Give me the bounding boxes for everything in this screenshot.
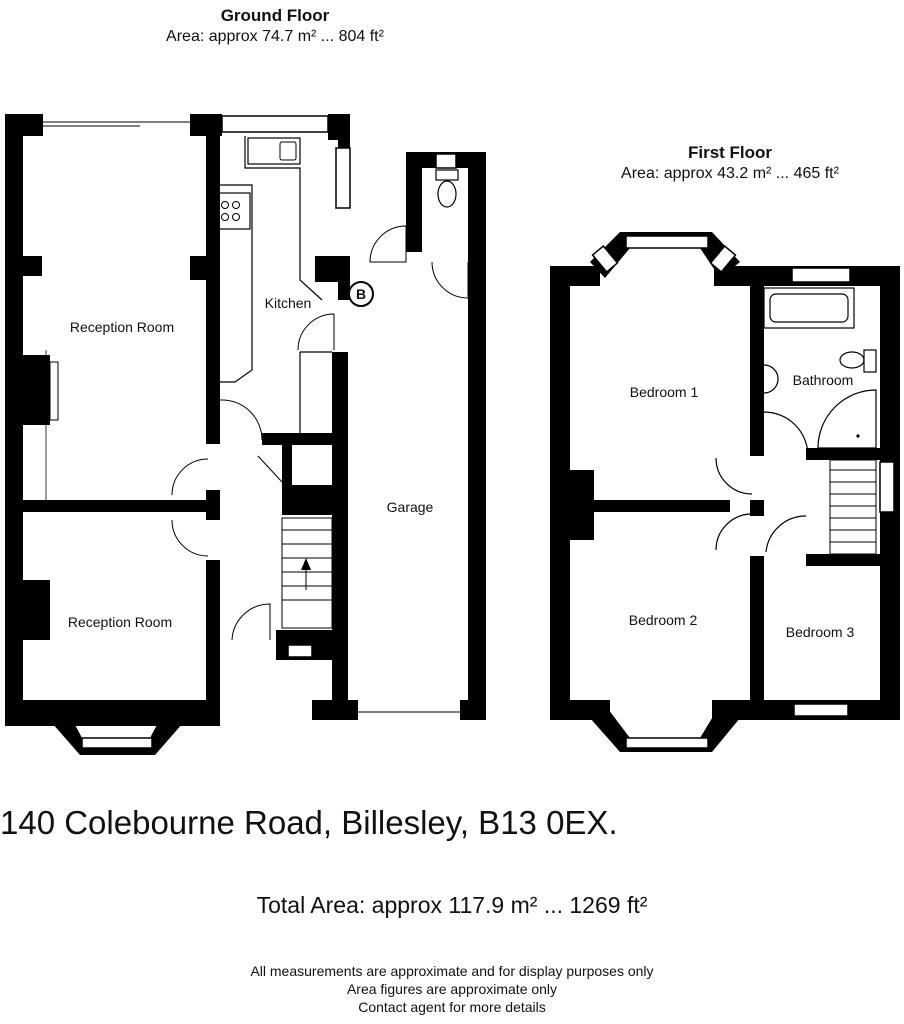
disclaimer: All measurements are approximate and for… (0, 962, 904, 1016)
bathroom-label: Bathroom (793, 372, 854, 388)
bedroom-2-label: Bedroom 2 (629, 612, 698, 628)
ground-floor-header: Ground Floor Area: approx 74.7 m² ... 80… (120, 5, 430, 47)
total-area: Total Area: approx 117.9 m² ... 1269 ft² (256, 892, 648, 918)
ground-floor-area: Area: approx 74.7 m² ... 804 ft² (166, 28, 384, 45)
kitchen-label: Kitchen (265, 295, 312, 311)
property-address: 140 Colebourne Road, Billesley, B13 0EX. (0, 804, 618, 841)
disclaimer-line: Area figures are approximate only (346, 981, 558, 997)
floor-plan: B Reception Room Reception Room Kitchen … (5, 114, 900, 755)
bedroom-1-label: Bedroom 1 (630, 384, 699, 400)
reception-room-bottom-label: Reception Room (68, 614, 172, 630)
reception-room-top-label: Reception Room (70, 319, 174, 335)
disclaimer-line: Contact agent for more details (358, 999, 546, 1015)
first-floor-title: First Floor (687, 143, 773, 162)
first-floor-area: Area: approx 43.2 m² ... 465 ft² (621, 165, 839, 182)
garage-label: Garage (387, 499, 434, 515)
disclaimer-line: All measurements are approximate and for… (250, 963, 654, 979)
ground-floor-plan: B Reception Room Reception Room Kitchen … (5, 114, 486, 755)
ground-floor-title: Ground Floor (220, 6, 330, 25)
boiler-label: B (356, 286, 366, 302)
first-floor-header: First Floor Area: approx 43.2 m² ... 465… (580, 142, 880, 184)
first-floor-plan: Bedroom 1 Bedroom 2 Bedroom 3 Bathroom (550, 232, 900, 752)
bedroom-3-label: Bedroom 3 (786, 624, 855, 640)
